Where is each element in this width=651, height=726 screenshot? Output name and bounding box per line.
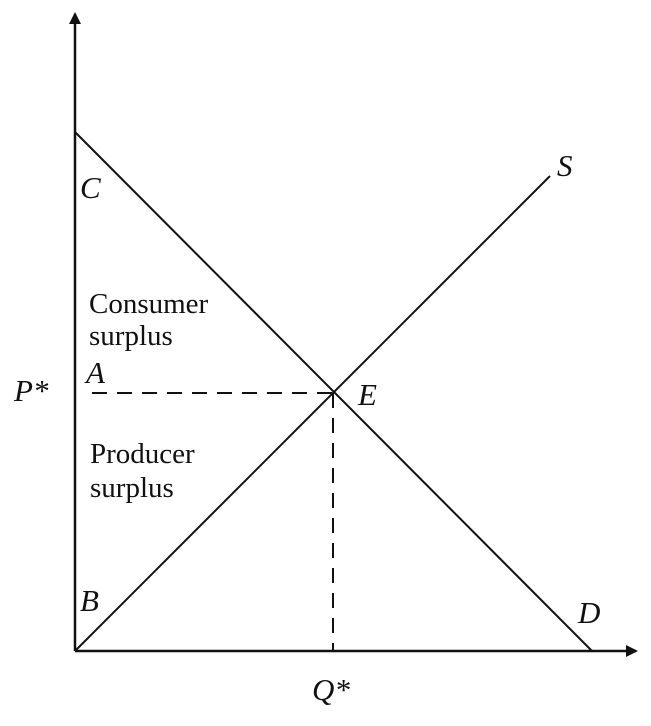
supply-curve: [74, 175, 551, 652]
label-p-star: P*: [13, 373, 49, 408]
label-a: A: [84, 355, 106, 390]
consumer-surplus-label-line2: surplus: [89, 320, 173, 352]
label-d: D: [577, 595, 600, 630]
producer-surplus-label-line2: surplus: [90, 472, 174, 504]
label-e: E: [357, 377, 377, 412]
label-q-star: Q*: [312, 672, 350, 707]
label-b: B: [80, 583, 99, 618]
label-s: S: [557, 148, 573, 183]
producer-surplus-label-line1: Producer: [90, 438, 195, 470]
consumer-surplus-label-line1: Consumer: [89, 288, 209, 320]
label-c: C: [80, 170, 101, 205]
